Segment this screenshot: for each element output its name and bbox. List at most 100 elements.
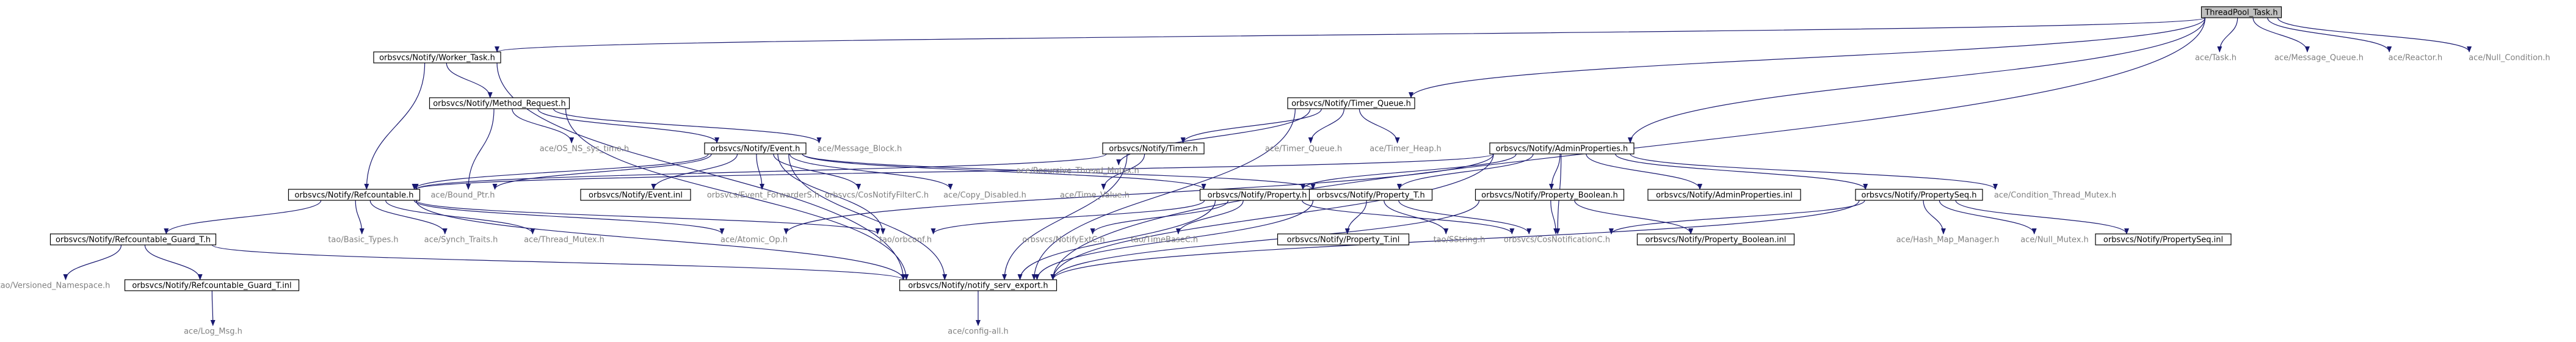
node-label: ace/Timer_Queue.h	[1265, 145, 1342, 154]
graph-edge-admin-props-to-property	[1300, 153, 1517, 190]
graph-edge-propertyseq-to-ace-null-mutex	[1939, 200, 2037, 235]
graph-node-ace-os-ns-sys-time: ace/OS_NS_sys_time.h	[540, 145, 629, 154]
node-label: orbsvcs/Notify/PropertySeq.h	[1861, 191, 1976, 200]
node-label: tao/TimeBaseC.h	[1131, 236, 1198, 245]
graph-node-worker[interactable]: orbsvcs/Notify/Worker_Task.h	[373, 51, 501, 64]
graph-edge-root-to-admin-props	[1628, 17, 2206, 144]
graph-edge-property-bool-to-cos-notification	[1550, 200, 1559, 235]
graph-edge-refcountable-to-refcount-guard	[164, 200, 322, 235]
graph-node-property[interactable]: orbsvcs/Notify/Property.h	[1199, 189, 1315, 201]
node-box	[1277, 233, 1410, 246]
node-label: ace/Time_Value.h	[1060, 191, 1130, 200]
graph-nodes: ThreadPool_Task.h orbsvcs/Notify/Worker_T…	[0, 6, 2550, 337]
graph-node-ace-msg-block: ace/Message_Block.h	[818, 145, 902, 154]
node-label: ace/OS_NS_sys_time.h	[540, 145, 629, 154]
node-label: ace/Task.h	[2195, 54, 2237, 63]
graph-edge-admin-props-to-admin-props-inl	[1586, 153, 1703, 190]
graph-node-method-req[interactable]: orbsvcs/Notify/Method_Request.h	[429, 97, 570, 109]
graph-node-propertyseq[interactable]: orbsvcs/Notify/PropertySeq.h	[1855, 189, 1983, 201]
node-box	[899, 279, 1058, 291]
graph-edge-refcountable-to-tao-basic-types	[355, 200, 365, 235]
node-label: ace/Recursive_Thread_Mutex.h	[1016, 167, 1139, 176]
node-box	[1475, 189, 1625, 201]
graph-node-property-t-inl[interactable]: orbsvcs/Notify/Property_T.inl	[1277, 233, 1410, 246]
graph-edge-admin-props-to-property-t	[1397, 153, 1534, 190]
node-label: ace/Atomic_Op.h	[720, 236, 788, 245]
node-label: ace/Copy_Disabled.h	[943, 191, 1026, 200]
graph-node-root[interactable]: ThreadPool_Task.h	[2200, 6, 2282, 18]
graph-edge-event-to-tao-orbconf	[777, 153, 886, 235]
node-label: orbsvcs/Notify/Worker_Task.h	[379, 54, 495, 63]
graph-edge-timer-to-refcountable	[413, 153, 1107, 190]
node-label: orbsvcs/Notify/PropertySeq.inl	[2103, 236, 2223, 245]
node-label: ace/config-all.h	[948, 327, 1009, 337]
node-box	[1855, 189, 1983, 201]
node-box	[1102, 142, 1205, 155]
graph-node-refcount-guard-inl[interactable]: orbsvcs/Notify/Refcountable_Guard_T.inl	[124, 279, 300, 291]
graph-node-property-bool-inl[interactable]: orbsvcs/Notify/Property_Boolean.inl	[1636, 233, 1795, 246]
node-label: ace/Message_Queue.h	[2274, 54, 2364, 63]
graph-edge-refcount-guard-to-refcount-guard-inl	[144, 244, 203, 280]
graph-node-property-bool[interactable]: orbsvcs/Notify/Property_Boolean.h	[1475, 189, 1625, 201]
node-label: orbsvcs/Notify/AdminProperties.inl	[1656, 191, 1793, 200]
graph-edge-admin-props-to-serv-export	[1050, 153, 1494, 280]
node-box	[580, 189, 691, 201]
graph-node-tao-orbconf: tao/orbconf.h	[879, 236, 932, 245]
graph-edge-root-to-ace-reactor	[2267, 17, 2392, 53]
node-label: orbsvcs/Notify/Property_T.inl	[1287, 236, 1400, 245]
graph-node-admin-props-inl[interactable]: orbsvcs/Notify/AdminProperties.inl	[1647, 189, 1801, 201]
graph-edge-event-to-ace-bound-ptr	[492, 153, 712, 190]
node-label: orbsvcs/Notify/notify_serv_export.h	[908, 282, 1048, 291]
graph-node-admin-props[interactable]: orbsvcs/Notify/AdminProperties.h	[1489, 142, 1634, 155]
graph-edge-timer-queue-to-ace-timer-heap	[1359, 108, 1400, 144]
graph-node-refcount-guard[interactable]: orbsvcs/Notify/Refcountable_Guard_T.h	[49, 233, 217, 246]
node-box	[429, 97, 570, 109]
graph-edge-refcountable-to-tao-orbconf	[415, 200, 880, 235]
graph-node-event-inl[interactable]: orbsvcs/Notify/Event.inl	[580, 189, 691, 201]
graph-node-ace-recursive: ace/Recursive_Thread_Mutex.h	[1016, 167, 1139, 176]
graph-node-event[interactable]: orbsvcs/Notify/Event.h	[704, 142, 807, 155]
node-label: orbsvcs/Notify/Event.inl	[589, 191, 683, 200]
node-label: tao/Versioned_Namespace.h	[0, 282, 110, 291]
graph-node-ace-reactor: ace/Reactor.h	[2389, 54, 2443, 63]
graph-edge-timer-queue-to-timer	[1180, 108, 1322, 144]
graph-node-propertyseq-inl[interactable]: orbsvcs/Notify/PropertySeq.inl	[2095, 233, 2232, 246]
graph-node-timer-queue[interactable]: orbsvcs/Notify/Timer_Queue.h	[1287, 97, 1415, 109]
graph-node-timer[interactable]: orbsvcs/Notify/Timer.h	[1102, 142, 1205, 155]
graph-node-property-t[interactable]: orbsvcs/Notify/Property_T.h	[1308, 189, 1433, 201]
node-box	[49, 233, 217, 246]
graph-edge-propertyseq-to-serv-export	[1050, 200, 1860, 280]
node-box	[2200, 6, 2282, 18]
graph-edge-admin-props-to-property-bool	[1549, 153, 1561, 190]
graph-edge-root-to-ace-mq	[2252, 17, 2310, 53]
graph-edge-admin-props-to-propertyseq	[1615, 153, 1868, 190]
graph-edge-worker-to-serv-export	[496, 62, 906, 280]
graph-edge-property-t-to-cos-notification	[1398, 200, 1532, 235]
node-label: orbsvcs/Notify/Property_Boolean.inl	[1645, 236, 1787, 245]
graph-edge-propertyseq-to-ace-hash-map	[1923, 200, 1946, 235]
graph-edge-property-t-to-property-t-inl	[1344, 200, 1367, 235]
graph-edge-refcountable-to-serv-export	[415, 200, 906, 280]
node-box	[1308, 189, 1433, 201]
node-box	[373, 51, 501, 64]
graph-node-event-fwd: orbsvcs/Event_ForwarderS.h	[707, 191, 819, 200]
graph-edge-method-req-to-event	[537, 108, 720, 144]
node-box	[1647, 189, 1801, 201]
node-label: tao/SString.h	[1434, 236, 1486, 245]
node-label: ace/Timer_Heap.h	[1370, 145, 1442, 154]
graph-edge-propertyseq-to-propertyseq-inl	[1955, 200, 2129, 235]
graph-edge-timer-to-ace-time-value	[1101, 153, 1145, 190]
node-label: tao/Basic_Types.h	[328, 236, 398, 245]
graph-edge-method-req-to-ace-os-ns-sys-time	[512, 108, 575, 144]
node-label: ace/Null_Condition.h	[2469, 54, 2550, 63]
graph-edge-root-to-ace-task	[2217, 17, 2238, 53]
graph-edge-root-to-ace-nullcond	[2277, 17, 2472, 53]
node-box	[1489, 142, 1634, 155]
graph-node-refcountable[interactable]: orbsvcs/Notify/Refcountable.h	[288, 189, 421, 201]
graph-node-tao-versioned-ns: tao/Versioned_Namespace.h	[0, 282, 110, 291]
graph-node-serv-export[interactable]: orbsvcs/Notify/notify_serv_export.h	[899, 279, 1058, 291]
graph-edge-property-t-to-tao-sstring	[1384, 200, 1449, 235]
node-label: orbsvcs/Notify/AdminProperties.h	[1496, 145, 1628, 154]
graph-node-ace-cond-thread-mutex: ace/Condition_Thread_Mutex.h	[1994, 191, 2116, 200]
graph-edge-event-to-property	[802, 153, 1206, 190]
